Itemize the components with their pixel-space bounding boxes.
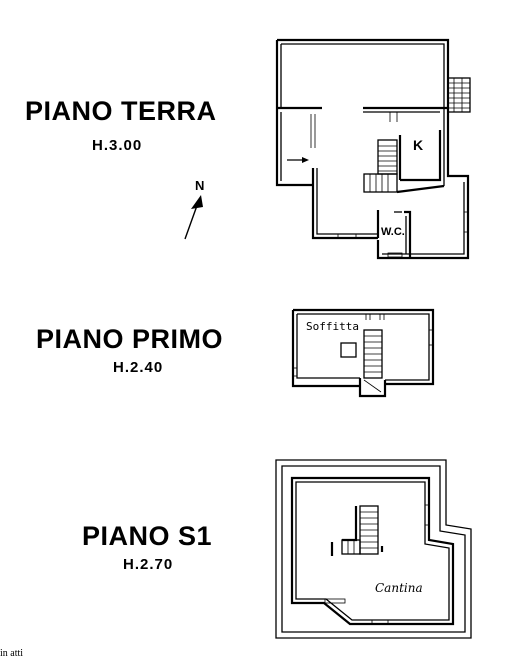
- first-floor-height: H.2.40: [113, 359, 164, 376]
- basement-floor-title: PIANO S1: [82, 521, 213, 551]
- compass-north-label: N: [195, 178, 205, 193]
- ground-floor-title: PIANO TERRA: [25, 96, 217, 126]
- first-floor-plan: [291, 308, 435, 398]
- ground-floor-height: H.3.00: [92, 137, 143, 154]
- north-arrow-icon: [184, 195, 203, 240]
- basement-floor-plan: [275, 459, 472, 639]
- ground-floor-plan: [275, 38, 471, 260]
- basement-floor-height: H.2.70: [123, 556, 174, 573]
- kitchen-label: K: [413, 137, 424, 153]
- cellar-label: Cantina: [375, 581, 423, 595]
- attic-label: Soffitta: [306, 320, 359, 333]
- wc-label: W.C.: [381, 226, 405, 238]
- first-floor-title: PIANO PRIMO: [36, 324, 224, 354]
- footer-note: in atti: [0, 648, 24, 659]
